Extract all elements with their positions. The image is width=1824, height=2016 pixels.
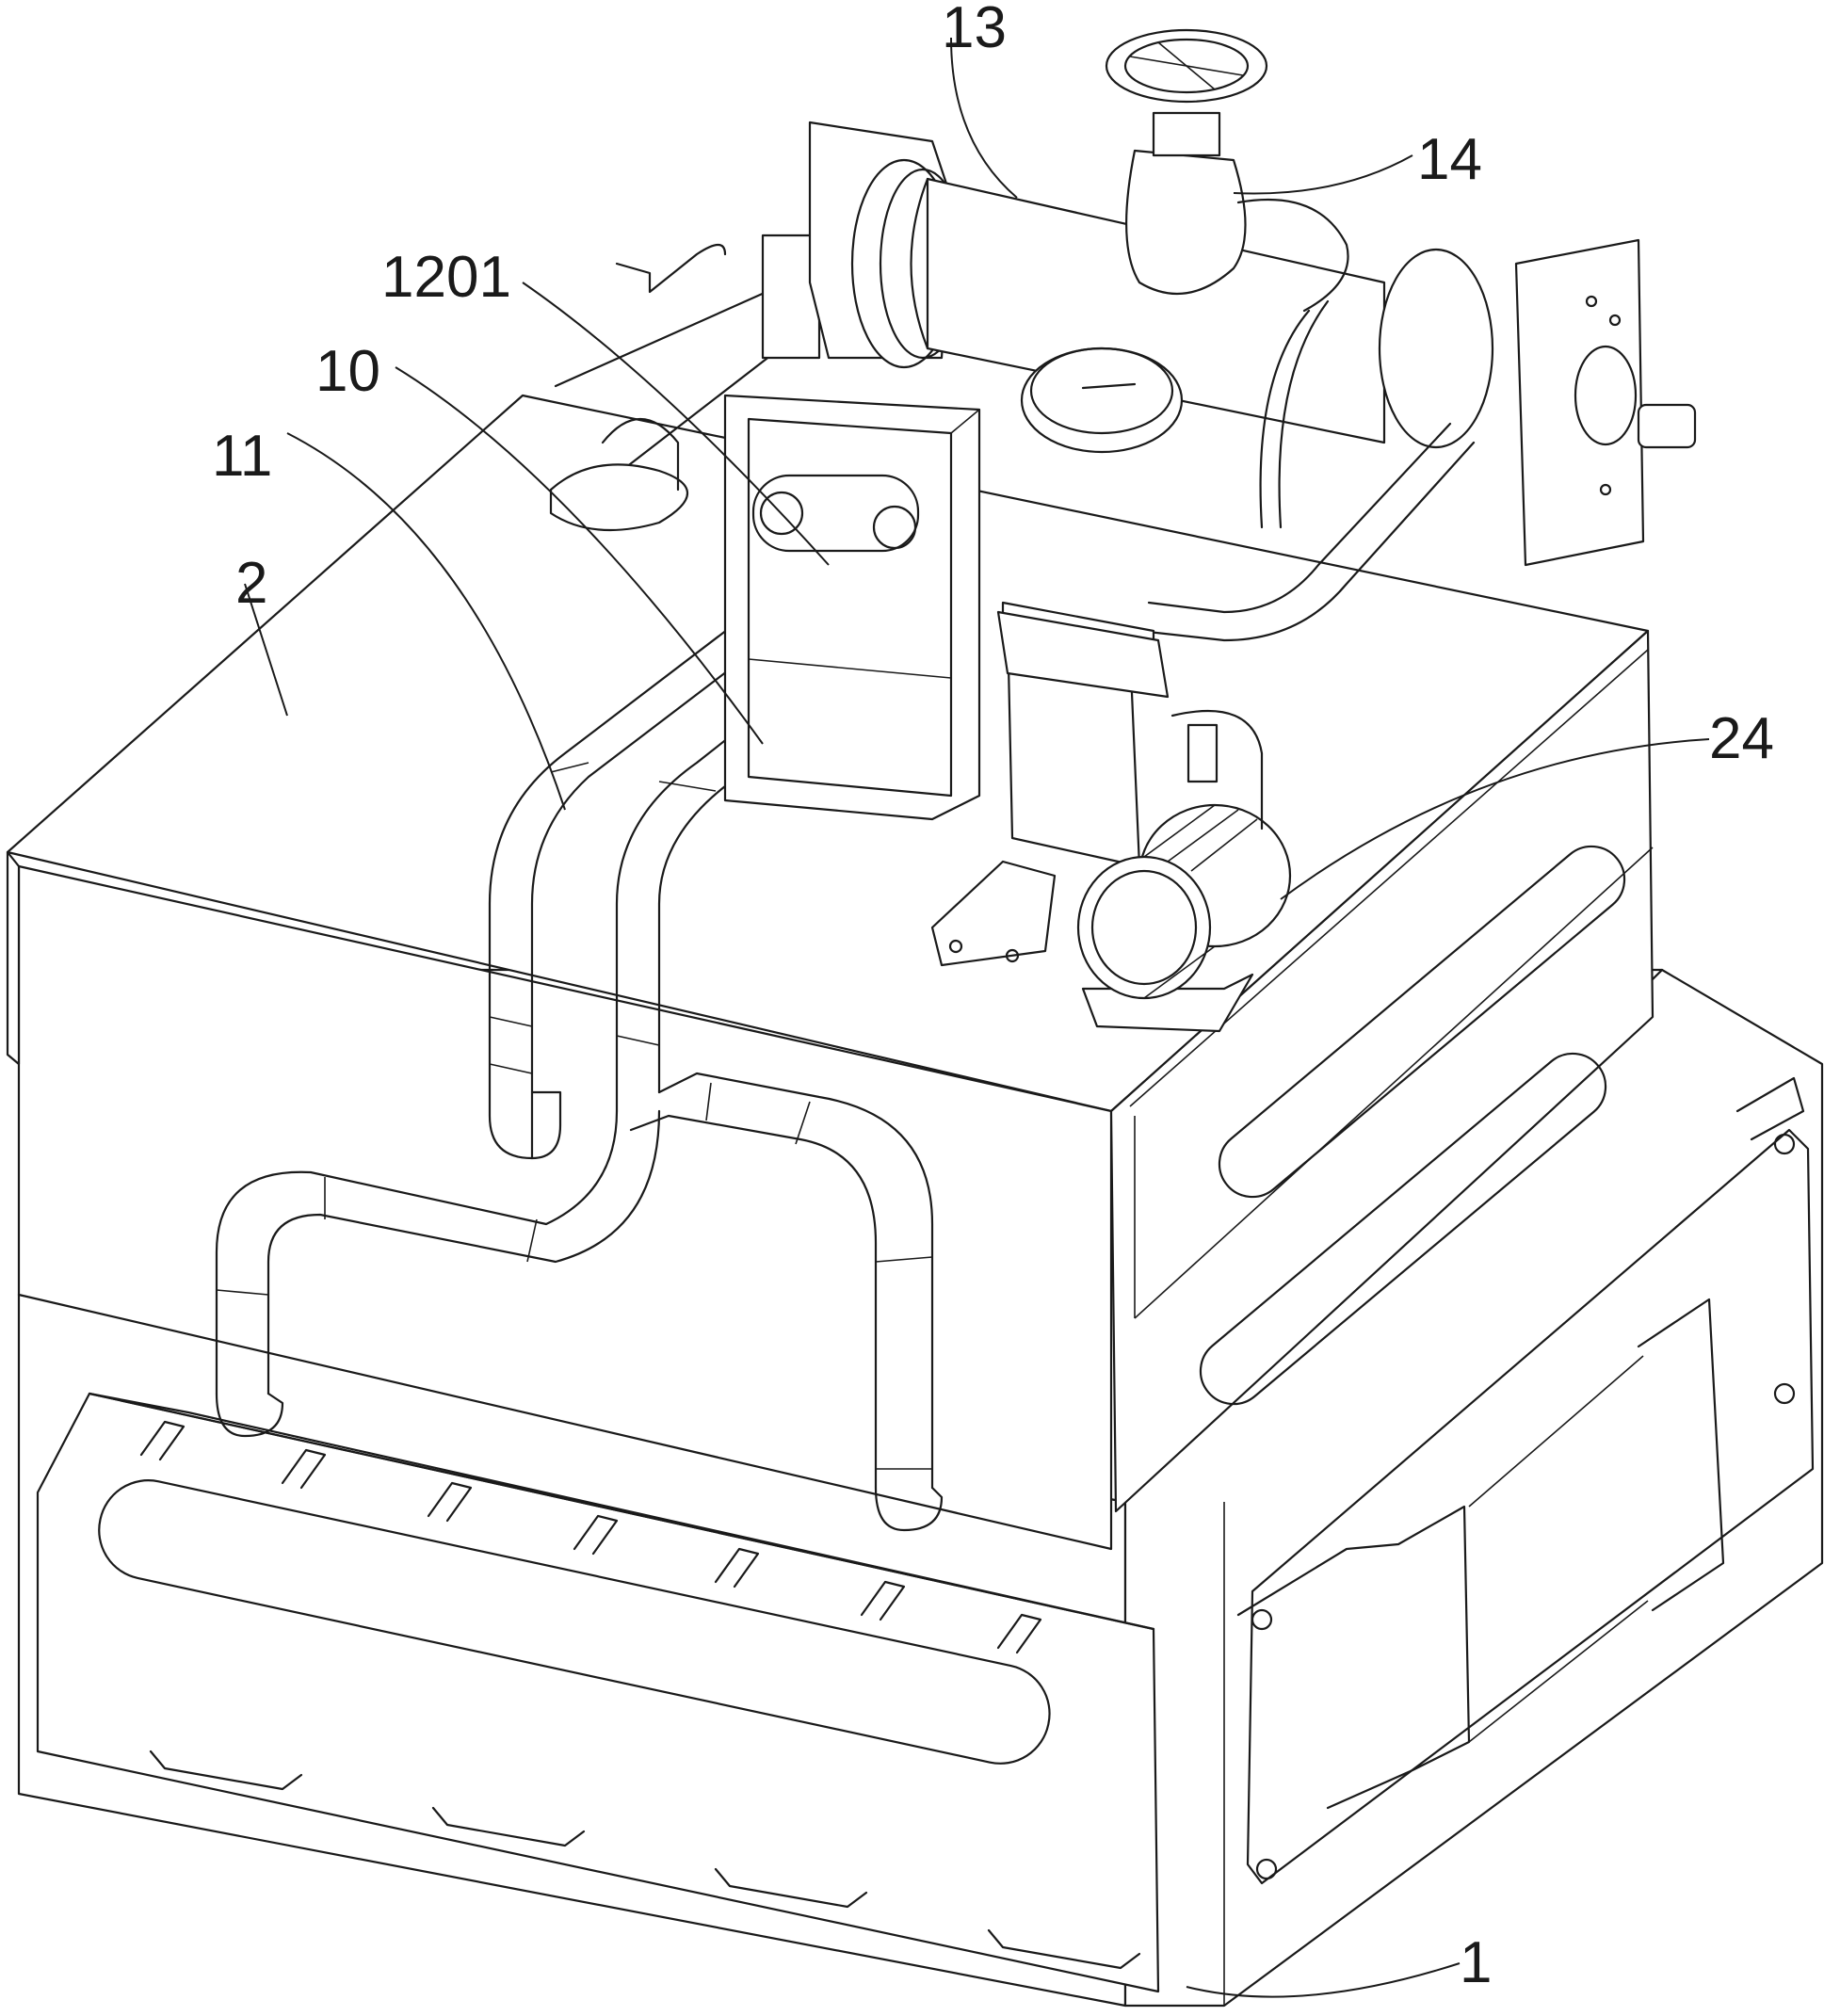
bracket-foot [930, 860, 1057, 967]
pipe-10 [615, 620, 906, 1113]
pump-head [996, 610, 1170, 699]
pressure-gauge [1020, 347, 1184, 454]
leader-1 [1186, 1962, 1461, 1998]
gauge-needle [1081, 382, 1137, 390]
grille-slot [98, 1479, 1051, 1765]
motor-front [1076, 855, 1212, 1000]
label-2: 2 [235, 551, 267, 616]
label-11: 11 [212, 424, 272, 489]
callout-labels: 13 14 1201 10 11 2 24 1 [212, 0, 1774, 1995]
inlet-flange [549, 463, 688, 532]
tank-side-slot-top [1218, 845, 1626, 1199]
leader-1201 [522, 282, 830, 566]
tank-front-face [17, 864, 1113, 1551]
plate-exchanger-1201 [723, 394, 981, 821]
shaft-stub [1637, 403, 1697, 449]
label-10: 10 [315, 339, 380, 404]
manifold-13 [549, 121, 1697, 642]
motor-fitting [1186, 723, 1219, 783]
pump-24 [930, 601, 1292, 1033]
pipe-11 [488, 601, 788, 1160]
leader-14 [1233, 154, 1413, 195]
tank-right-face [1109, 629, 1655, 1513]
leader-24 [1280, 738, 1710, 900]
label-1: 1 [1460, 1930, 1492, 1995]
leader-10 [395, 366, 764, 745]
grille-body [36, 1392, 1160, 1993]
valve-stem [1152, 111, 1221, 157]
front-pipe-network [215, 1072, 944, 1532]
leader-13 [950, 37, 1018, 199]
label-13: 13 [942, 0, 1007, 60]
label-14: 14 [1417, 127, 1482, 192]
valve-14 [1105, 28, 1349, 313]
valve-body [1125, 149, 1247, 296]
front-grille-panel [36, 1392, 1160, 1993]
side-handle-frame [1236, 1076, 1815, 1885]
tank-side-slot-bottom [1199, 1052, 1607, 1406]
right-end-plate [1514, 238, 1645, 567]
plate-frame [723, 394, 981, 821]
label-24: 24 [1709, 706, 1774, 771]
tank-front-edge [6, 850, 21, 1066]
label-1201: 1201 [381, 245, 511, 310]
leader-lines [244, 37, 1710, 1998]
leader-2 [244, 583, 288, 717]
right-flange-ring [1378, 248, 1494, 449]
left-bracket [761, 234, 821, 360]
leader-11 [286, 432, 566, 811]
